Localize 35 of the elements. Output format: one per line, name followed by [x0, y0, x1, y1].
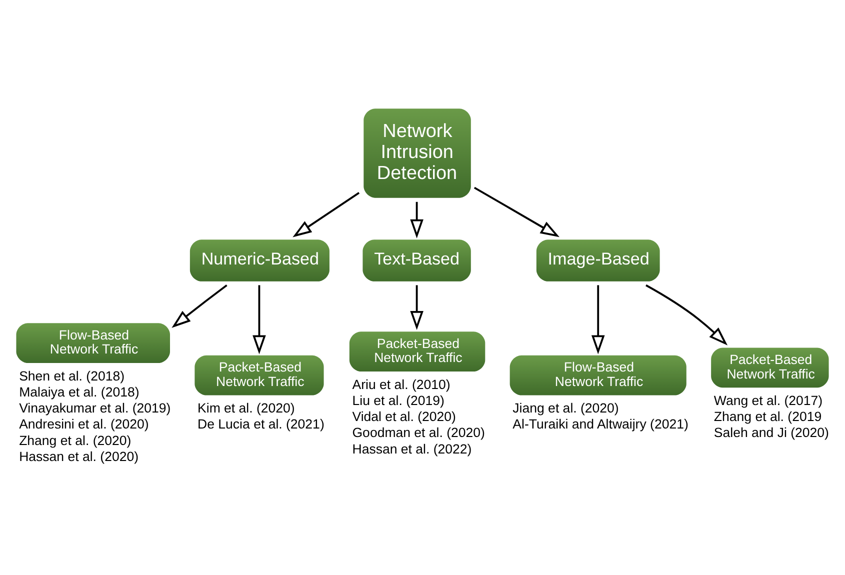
node-label: Zhang et al. (2019	[714, 408, 822, 424]
arrow	[591, 284, 605, 354]
node-box: Image-Based	[536, 239, 660, 281]
node-label: Liu et al. (2019)	[352, 392, 444, 408]
node-label: Malaiya et al. (2018)	[19, 384, 140, 399]
node-label: Kim et al. (2020)	[198, 400, 295, 416]
node-box: Packet-Based Network Traffic	[711, 347, 829, 388]
node-label: Hassan et al. (2022)	[352, 440, 472, 456]
node-box: Network Intrusion Detection	[364, 108, 471, 198]
node-label: Andresini et al. (2020)	[19, 416, 149, 432]
node-box: Numeric-Based	[190, 239, 330, 281]
node-label: Vidal et al. (2020)	[352, 408, 456, 424]
node-label: Vinayakumar et al. (2019)	[19, 400, 171, 416]
node-box: Flow-Based Network Traffic	[510, 354, 686, 395]
arrow	[292, 192, 360, 237]
node-label: De Lucia et al. (2021)	[198, 416, 324, 432]
arrow	[410, 284, 424, 330]
node-label: Shen et al. (2018)	[19, 368, 125, 383]
node-box: Text-Based	[362, 239, 471, 281]
arrow	[410, 201, 424, 238]
node-label: Saleh and Ji (2020)	[714, 424, 829, 440]
node-label: Hassan et al. (2020)	[19, 448, 139, 464]
node-label: Al-Turaiki and Altwaijry (2021)	[512, 416, 688, 432]
node-label: Goodman et al. (2020)	[352, 424, 485, 440]
node-label: Zhang et al. (2020)	[19, 432, 132, 448]
node-label: Wang et al. (2017)	[714, 392, 823, 408]
arrow	[646, 284, 728, 345]
arrow	[252, 284, 266, 354]
node-box: Packet-Based Network Traffic	[194, 354, 324, 395]
node-box: Packet-Based Network Traffic	[349, 331, 486, 372]
arrow	[172, 284, 228, 328]
arrow	[474, 186, 560, 237]
node-box: Flow-Based Network Traffic	[16, 322, 170, 362]
node-label: Jiang et al. (2020)	[512, 400, 619, 416]
node-label: Ariu et al. (2010)	[352, 376, 450, 392]
